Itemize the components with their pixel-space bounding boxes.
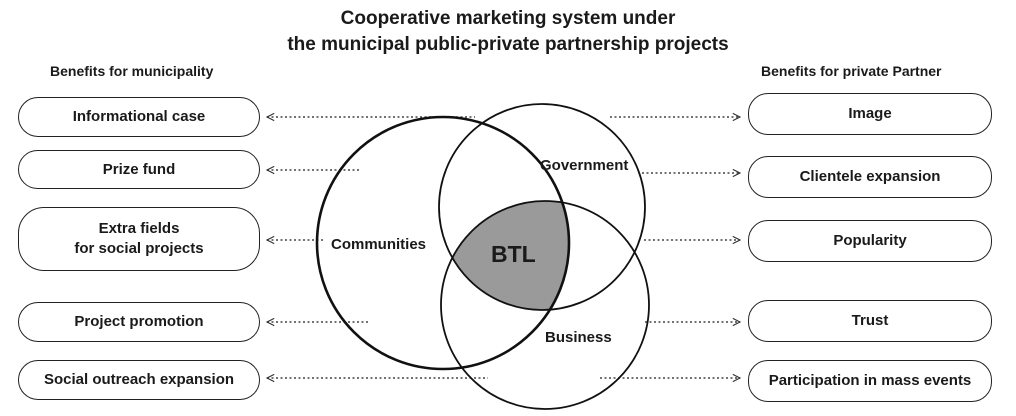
communities-label: Communities (331, 236, 427, 253)
government-label: Government (540, 157, 629, 174)
benefit-trust: Trust (748, 300, 992, 342)
benefit-label: Project promotion (74, 313, 204, 330)
title-line-1: Cooperative marketing system under (340, 8, 676, 29)
left-connectors (267, 117, 488, 378)
right-connectors (600, 117, 740, 378)
benefit-project-promotion: Project promotion (18, 302, 260, 342)
benefit-label: Image (848, 105, 892, 122)
benefit-label: Popularity (833, 232, 907, 249)
benefit-label: Clientele expansion (799, 168, 941, 185)
benefit-informational-case: Informational case (18, 97, 260, 137)
benefit-label: Participation in mass events (768, 372, 972, 389)
benefit-social-outreach-expansion: Social outreach expansion (18, 360, 260, 400)
government-circle (438, 103, 646, 311)
benefit-extra-fields: Extra fields for social projects (18, 207, 260, 271)
business-label: Business (545, 329, 612, 346)
benefit-popularity: Popularity (748, 220, 992, 262)
diagram-title: Cooperative marketing system under the m… (0, 6, 1016, 58)
communities-circle (315, 115, 571, 371)
municipality-benefits-heading: Benefits for municipality (50, 63, 214, 79)
benefit-label: Prize fund (102, 160, 176, 178)
business-circle (440, 200, 650, 410)
benefit-label: Social outreach expansion (43, 371, 235, 388)
benefit-clientele-expansion: Clientele expansion (748, 156, 992, 198)
title-line-2: the municipal public-private partnership… (287, 34, 729, 55)
benefit-participation-in-mass-events: Participation in mass events (748, 360, 992, 402)
benefit-prize-fund: Prize fund (18, 150, 260, 189)
benefit-label: Trust (851, 312, 889, 329)
btl-label: BTL (491, 241, 536, 267)
benefit-label: Informational case (72, 108, 206, 125)
benefit-image: Image (748, 93, 992, 135)
partner-benefits-heading: Benefits for private Partner (761, 63, 942, 79)
benefit-label: Extra fields for social projects (74, 220, 204, 257)
